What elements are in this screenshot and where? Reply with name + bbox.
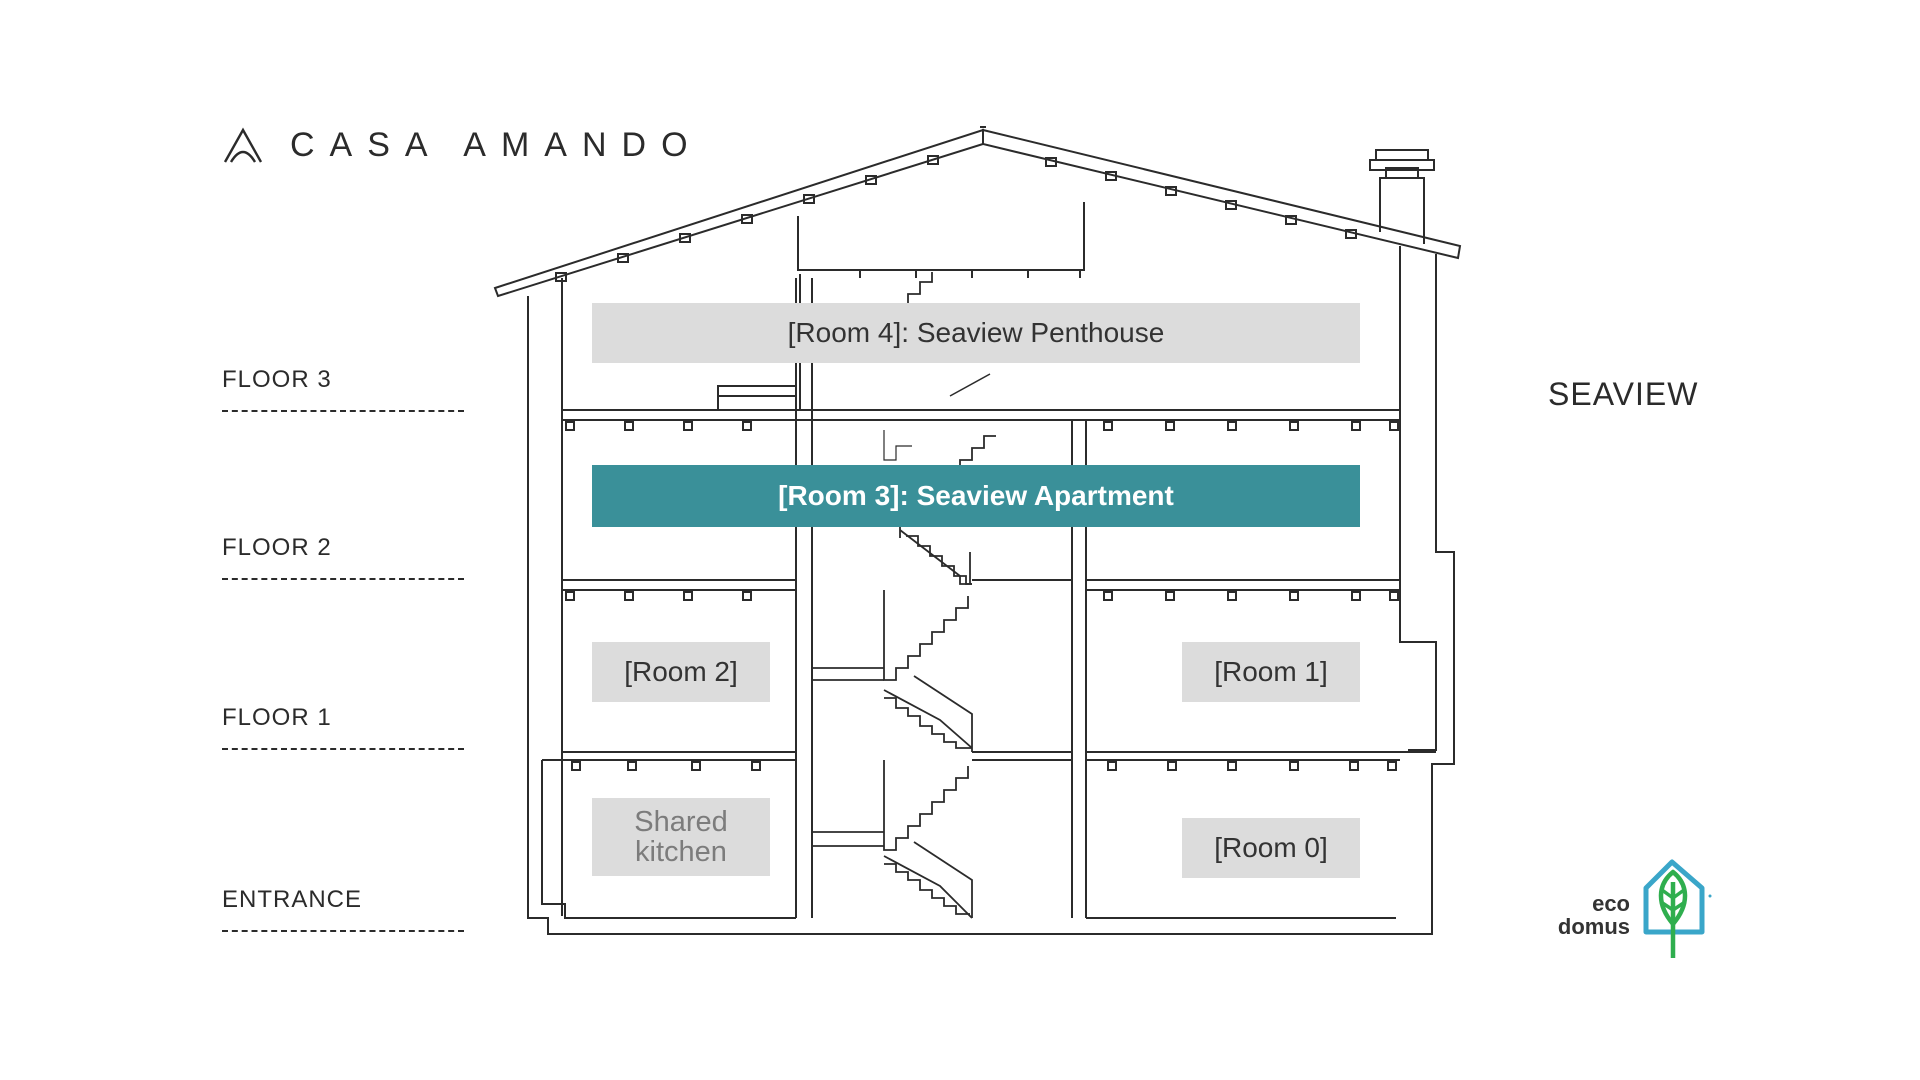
floor-divider-2 <box>222 578 464 580</box>
eco-domus-leaf-house-icon <box>1643 859 1712 958</box>
room-3-label: [Room 3]: Seaview Apartment <box>592 465 1360 527</box>
outer-wall-left <box>527 254 1455 935</box>
roof-rafters <box>555 155 1357 282</box>
room-2-label: [Room 2] <box>592 642 770 702</box>
domus-word: domus <box>1557 914 1630 939</box>
room-0-label: [Room 0] <box>1182 818 1360 878</box>
kitchen-label-line2: kitchen <box>635 836 727 868</box>
chimney <box>1379 177 1425 244</box>
mezzanine <box>797 202 1085 271</box>
eco-domus-wordmark: eco domus <box>1540 892 1630 938</box>
floor-label-entrance: ENTRANCE <box>222 886 363 913</box>
floor-divider-1 <box>222 748 464 750</box>
eco-word: eco <box>1592 891 1630 916</box>
floor-divider-entrance <box>222 930 464 932</box>
staircases <box>812 272 996 919</box>
seaview-label: SEAVIEW <box>1548 376 1699 412</box>
floor-slabs <box>542 409 1436 919</box>
brand-name: CASA AMANDO <box>290 126 703 164</box>
floor-label-1: FLOOR 1 <box>222 704 332 731</box>
floor-divider-3 <box>222 410 464 412</box>
kitchen-label-line1: Shared <box>634 806 728 838</box>
inner-wall-right <box>1399 246 1437 751</box>
ceiling-beams <box>565 421 1399 771</box>
brand-logo-icon <box>223 127 263 163</box>
shared-kitchen-label: Shared kitchen <box>592 798 770 876</box>
floor-label-3: FLOOR 3 <box>222 366 332 393</box>
room-4-label: [Room 4]: Seaview Penthouse <box>592 303 1360 363</box>
floor-label-2: FLOOR 2 <box>222 534 332 561</box>
room-1-label: [Room 1] <box>1182 642 1360 702</box>
stair-shaft <box>795 274 1087 918</box>
roof-right <box>982 128 1462 260</box>
